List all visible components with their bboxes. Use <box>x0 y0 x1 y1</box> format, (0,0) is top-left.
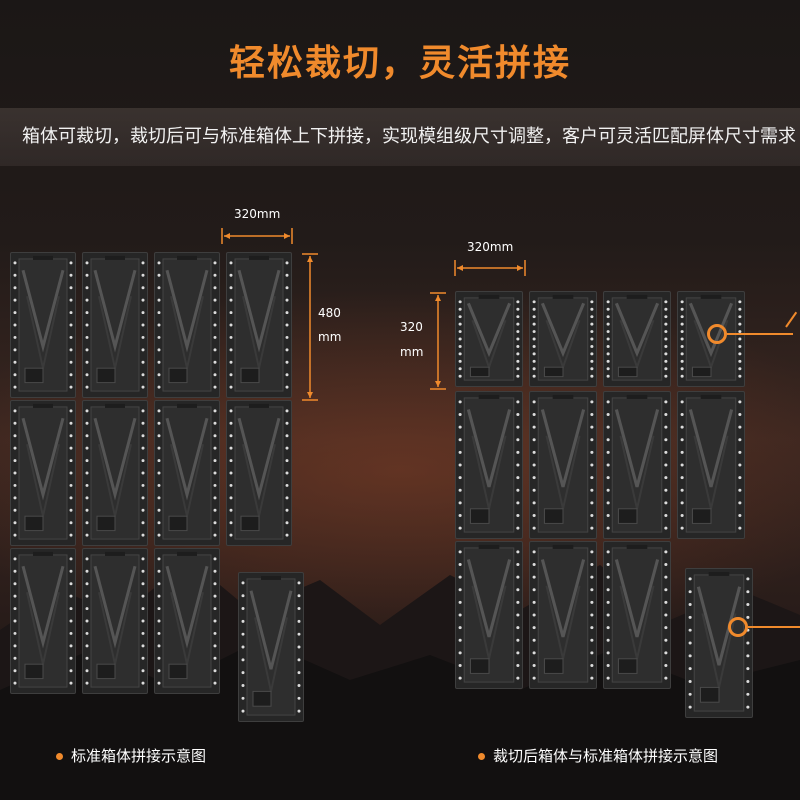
right-height-label-value: 320 <box>400 320 423 334</box>
callout-line-bottom <box>748 626 800 628</box>
standard-cabinet-panel <box>10 548 76 694</box>
standard-cabinet-panel <box>529 541 597 689</box>
left-height-label-value: 480 <box>318 306 341 320</box>
right-width-label: 320mm <box>467 240 514 254</box>
caption-bullet-icon <box>478 753 485 760</box>
subtitle-text: 箱体可裁切，裁切后可与标准箱体上下拼接，实现模组级尺寸调整，客户可灵活匹配屏体尺… <box>22 126 796 147</box>
standard-cabinet-panel <box>82 400 148 546</box>
cut-cabinet-panel <box>529 291 597 387</box>
right-width-arrow <box>454 260 526 276</box>
standard-cabinet-panel <box>529 391 597 539</box>
cut-cabinet-panel <box>603 291 671 387</box>
cut-cabinet-panel <box>685 568 753 718</box>
caption-bullet-icon <box>56 753 63 760</box>
subtitle-band: 箱体可裁切，裁切后可与标准箱体上下拼接，实现模组级尺寸调整，客户可灵活匹配屏体尺… <box>0 108 800 166</box>
standard-cabinet-panel <box>238 572 304 722</box>
left-height-arrow <box>302 253 318 401</box>
standard-cabinet-panel <box>603 541 671 689</box>
standard-cabinet-panel <box>154 548 220 694</box>
right-height-label-unit: mm <box>400 345 424 359</box>
standard-cabinet-panel <box>226 252 292 398</box>
standard-cabinet-panel <box>82 548 148 694</box>
page-title: 轻松裁切，灵活拼接 <box>228 43 571 84</box>
standard-cabinet-panel <box>455 541 523 689</box>
cut-cabinet-grid <box>455 291 755 721</box>
standard-cabinet-panel <box>154 252 220 398</box>
left-caption-text: 标准箱体拼接示意图 <box>71 747 207 765</box>
standard-cabinet-panel <box>455 391 523 539</box>
standard-cabinet-panel <box>10 252 76 398</box>
callout-line-top <box>727 333 793 335</box>
left-height-label-unit: mm <box>318 330 342 344</box>
standard-cabinet-panel <box>10 400 76 546</box>
callout-ring-bottom <box>728 617 748 637</box>
right-caption-text: 裁切后箱体与标准箱体拼接示意图 <box>493 747 719 765</box>
callout-ring-top <box>707 324 727 344</box>
left-caption: 标准箱体拼接示意图 <box>56 745 206 766</box>
left-width-arrow <box>221 228 293 244</box>
standard-cabinet-panel <box>603 391 671 539</box>
standard-cabinet-panel <box>82 252 148 398</box>
cut-cabinet-panel <box>455 291 523 387</box>
left-width-label: 320mm <box>234 207 281 221</box>
right-height-arrow <box>430 292 446 390</box>
standard-cabinet-grid <box>10 252 304 722</box>
right-caption: 裁切后箱体与标准箱体拼接示意图 <box>478 745 718 766</box>
standard-cabinet-panel <box>154 400 220 546</box>
standard-cabinet-panel <box>677 391 745 539</box>
standard-cabinet-panel <box>226 400 292 546</box>
